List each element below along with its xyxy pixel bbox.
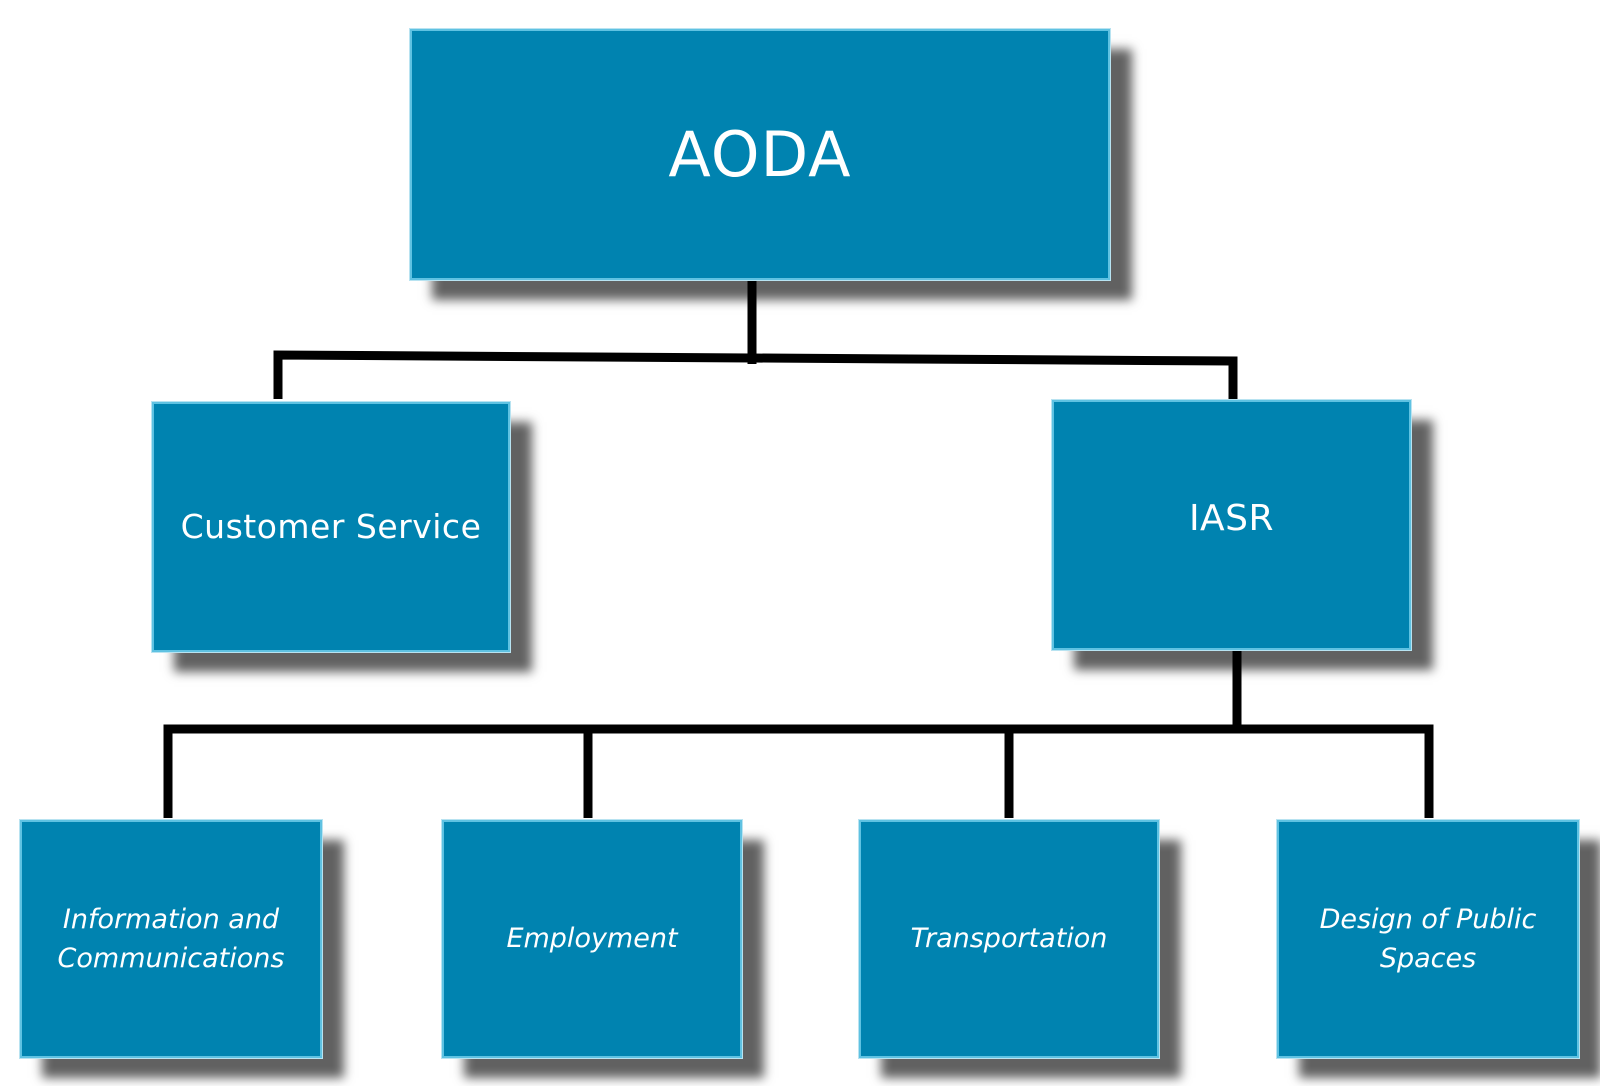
node-design-of-public-spaces-label: Design of Public Spaces (1319, 903, 1537, 974)
node-transportation-label: Transportation (910, 923, 1108, 955)
node-iasr: IASR (1051, 399, 1412, 651)
node-employment: Employment (441, 819, 743, 1059)
node-information-and-communications: Information and Communications (19, 819, 323, 1059)
node-transportation: Transportation (858, 819, 1160, 1059)
node-employment-label: Employment (506, 923, 678, 955)
node-customer-service-label: Customer Service (180, 507, 482, 547)
node-iasr-label: IASR (1188, 497, 1275, 539)
node-customer-service: Customer Service (151, 401, 511, 653)
node-design-of-public-spaces: Design of Public Spaces (1276, 819, 1580, 1059)
node-aoda: AODA (409, 28, 1111, 281)
connector-level2-bar (163, 724, 1434, 818)
node-aoda-label: AODA (668, 117, 852, 191)
node-information-and-communications-label: Information and Communications (57, 903, 285, 974)
connector-level1-bar (273, 350, 1238, 399)
